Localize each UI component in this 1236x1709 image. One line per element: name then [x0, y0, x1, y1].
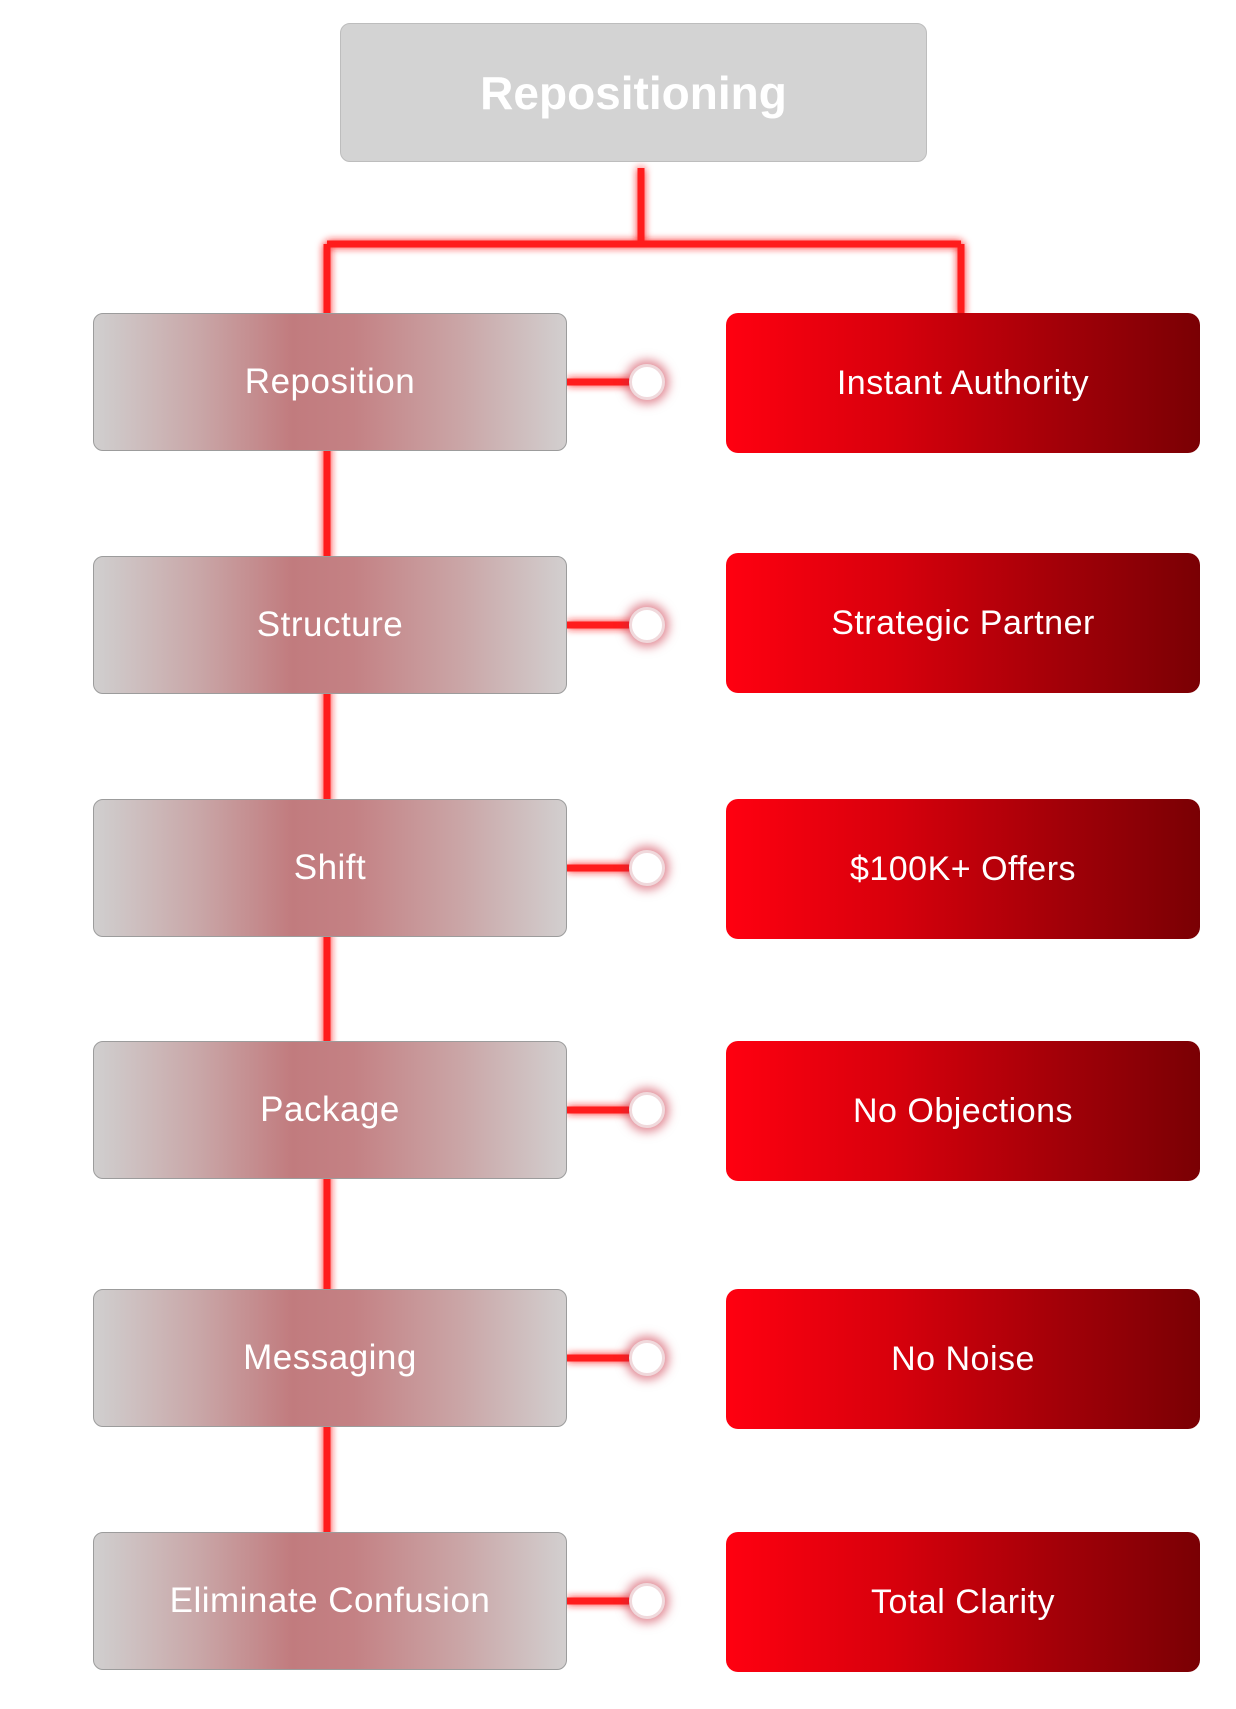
root-node: Repositioning [340, 23, 927, 162]
step-node-structure: Structure [93, 556, 567, 694]
result-label: No Noise [891, 1339, 1035, 1378]
result-label: $100K+ Offers [849, 849, 1077, 888]
connector-dot [629, 1583, 665, 1619]
result-node-no-objections: No Objections [726, 1041, 1200, 1181]
connector-dot [629, 850, 665, 886]
result-node-total-clarity: Total Clarity [726, 1532, 1200, 1672]
result-node-no-noise: No Noise [726, 1289, 1200, 1429]
result-label: No Objections [852, 1091, 1074, 1130]
step-label: Structure [256, 605, 404, 644]
result-label: Strategic Partner [831, 603, 1095, 642]
step-node-eliminate-confusion: Eliminate Confusion [93, 1532, 567, 1670]
result-node-100k-offers: $100K+ Offers [726, 799, 1200, 939]
result-node-instant-authority: Instant Authority [726, 313, 1200, 453]
result-label: Total Clarity [870, 1582, 1056, 1621]
connector-dot [629, 1092, 665, 1128]
result-node-strategic-partner: Strategic Partner [726, 553, 1200, 693]
step-label: Shift [293, 848, 367, 887]
step-label: Reposition [244, 362, 416, 401]
connector-dot [629, 364, 665, 400]
result-label: Instant Authority [836, 363, 1090, 402]
step-label: Package [260, 1090, 400, 1129]
step-node-package: Package [93, 1041, 567, 1179]
connector-dot [629, 607, 665, 643]
connector-dot [629, 1340, 665, 1376]
step-node-reposition: Reposition [93, 313, 567, 451]
step-node-shift: Shift [93, 799, 567, 937]
step-label: Eliminate Confusion [169, 1581, 491, 1620]
root-label: Repositioning [480, 66, 787, 119]
step-label: Messaging [243, 1338, 417, 1377]
step-node-messaging: Messaging [93, 1289, 567, 1427]
